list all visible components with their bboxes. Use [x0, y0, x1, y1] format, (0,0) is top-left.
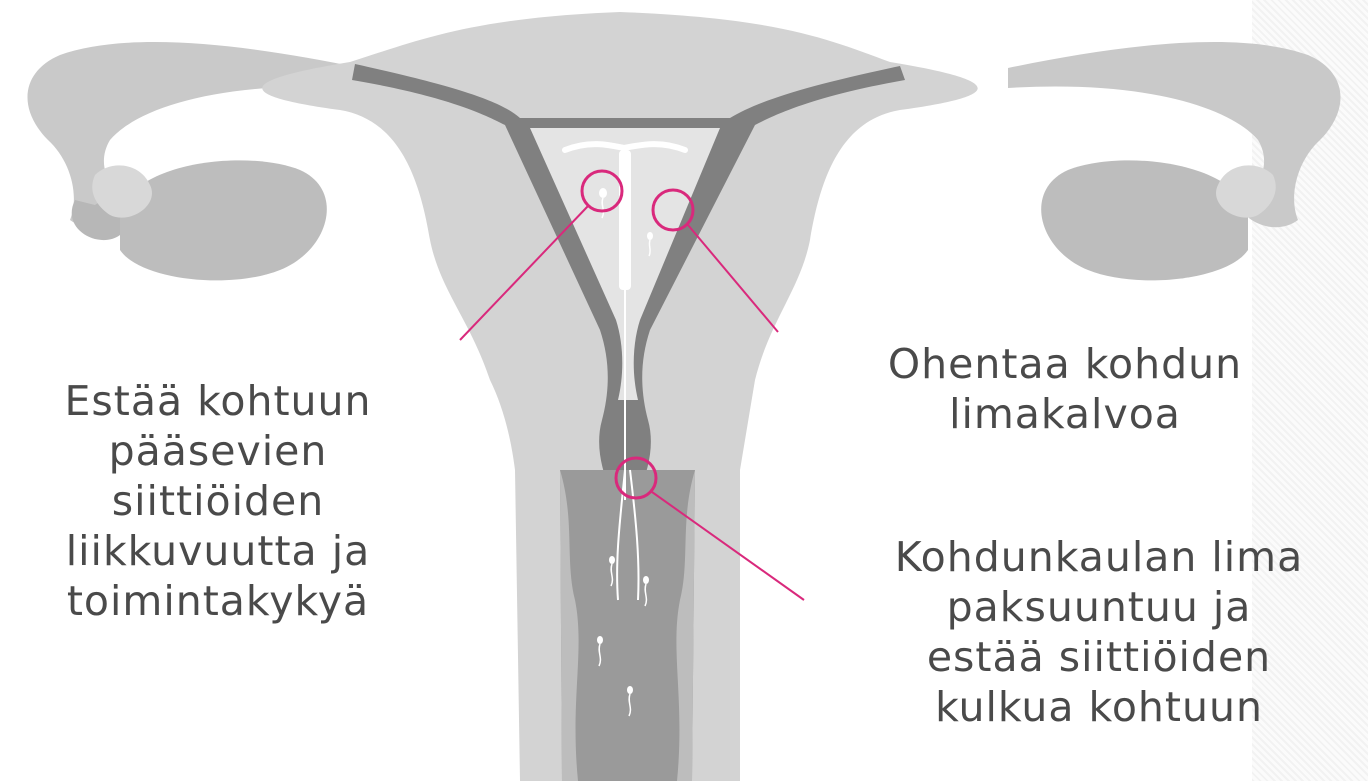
caption-line: estää siittiöiden	[830, 632, 1368, 682]
caption-line: kulkua kohtuun	[830, 682, 1368, 732]
caption-endometrium: Ohentaa kohdun limakalvoa	[830, 339, 1300, 439]
caption-line: limakalvoa	[830, 389, 1300, 439]
caption-line: Ohentaa kohdun	[830, 339, 1300, 389]
right-ovary	[1041, 160, 1248, 280]
caption-line: liikkuvuutta ja	[18, 526, 418, 576]
caption-line: siittiöiden	[18, 476, 418, 526]
caption-cervical-mucus: Kohdunkaulan lima paksuuntuu ja estää si…	[830, 532, 1368, 732]
caption-line: Estää kohtuun	[18, 376, 418, 426]
caption-line: pääsevien	[18, 426, 418, 476]
caption-sperm-mobility: Estää kohtuun pääsevien siittiöiden liik…	[18, 376, 418, 626]
vaginal-canal	[560, 470, 695, 781]
caption-line: Kohdunkaulan lima	[830, 532, 1368, 582]
caption-line: paksuuntuu ja	[830, 582, 1368, 632]
left-ovary	[120, 160, 327, 280]
caption-line: toimintakykyä	[18, 576, 418, 626]
